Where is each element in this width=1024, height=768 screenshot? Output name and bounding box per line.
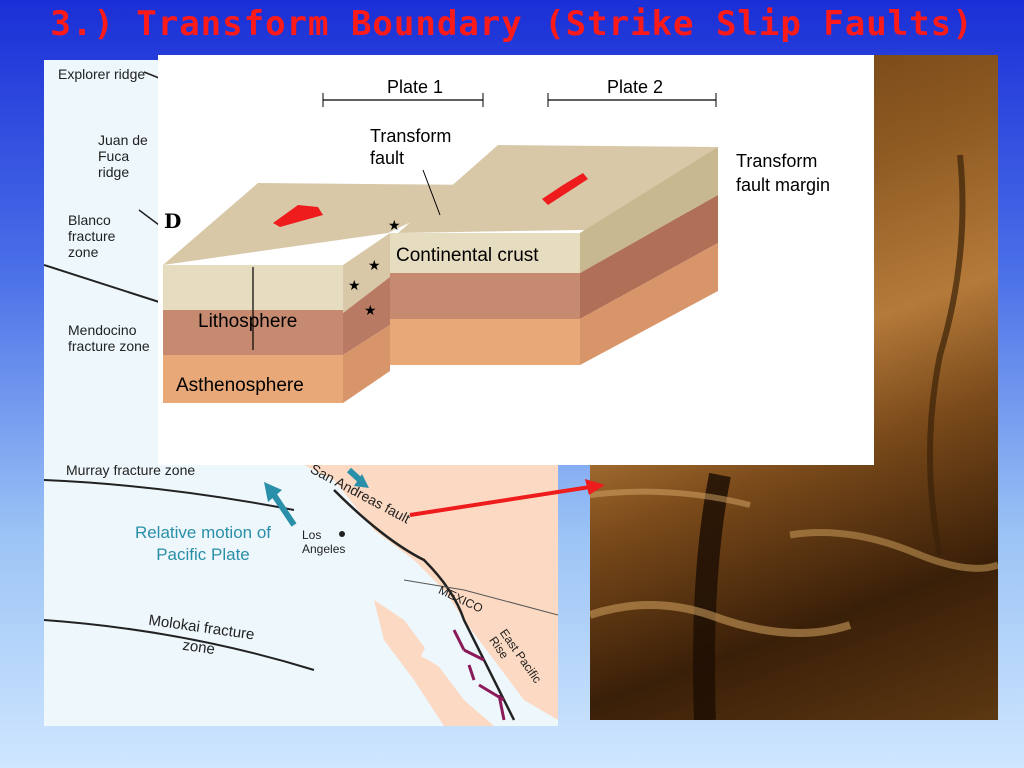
transform-fault-margin-label: Transform fault margin [736,151,831,195]
juan-de-fuca-label: Juan de Fuca ridge [98,132,148,180]
svg-text:★: ★ [348,277,361,293]
map-drawing [44,71,558,726]
molokai-line [44,619,315,671]
block-diagram: ★ ★ ★ ★ [163,93,718,403]
plate2-motion-arrow [542,173,588,205]
plate1-motion-arrow [273,205,323,227]
continental-crust-label: Continental crust [396,245,539,266]
explorer-ridge-label: Explorer ridge [58,66,146,82]
san-andreas-line [333,489,516,721]
transform-fault-label: Transform fault [370,126,452,168]
plate1-label: Plate 1 [370,77,460,98]
mendocino-label: Mendocino fracture zone [68,322,150,354]
murray-line [44,479,295,511]
ridge-segments [452,629,506,721]
slide-title: 3.) Transform Boundary (Strike Slip Faul… [50,4,974,44]
lithosphere-label: Lithosphere [198,311,298,332]
pointer-arrow [409,479,605,517]
pacific-motion-arrow [264,482,282,502]
transform-fault-diagram: ★ ★ ★ ★ Plate 1 Plate 2 Transform fault … [158,55,874,465]
murray-label: Murray fracture zone [66,462,196,478]
svg-text:★: ★ [388,217,401,233]
svg-text:★: ★ [364,302,377,318]
panel-letter: D [164,209,182,233]
svg-text:★: ★ [368,257,381,273]
land-mass [294,460,558,720]
asthenosphere-label: Asthenosphere [176,375,304,396]
blanco-label: Blanco fracture zone [68,212,116,260]
los-angeles-label: Los Angeles [302,528,346,556]
plate2-label: Plate 2 [590,77,680,98]
relative-motion-label: Relative motion of Pacific Plate [134,523,272,564]
los-angeles-dot [339,531,345,537]
